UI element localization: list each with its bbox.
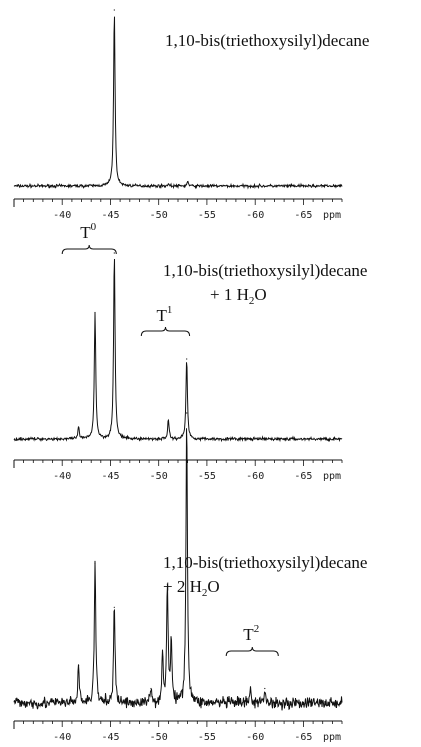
peak-4: [150, 687, 152, 690]
peak-6: [166, 583, 168, 585]
peak-3: [113, 252, 115, 254]
tick-label: -50: [150, 210, 168, 221]
tick-label: -50: [150, 471, 168, 482]
peak-8: [186, 412, 188, 414]
peak-2: [94, 311, 96, 314]
tick-label: -60: [246, 210, 264, 221]
peak-4: [167, 419, 169, 421]
peak-2: [94, 563, 96, 565]
bracket: [61, 244, 117, 255]
peak-1: [78, 427, 80, 429]
peak-5: [186, 358, 188, 360]
x-axis-unit: ppm: [323, 210, 341, 221]
tick-label: -45: [101, 732, 119, 743]
x-axis-unit: ppm: [323, 732, 341, 743]
tick-label: -65: [294, 210, 312, 221]
peak-2: [167, 183, 169, 185]
spectrum-trace: [13, 428, 343, 711]
nmr-panel-1: -40 -45 -50 -55 -60 -65 ppm 1,10-bis(triethoxys…: [13, 9, 369, 221]
tick-label: -45: [101, 471, 119, 482]
peak-1: [78, 664, 80, 666]
panel-title: 1,10-bis(triethoxysilyl)decane: [165, 31, 369, 50]
tick-label: -55: [198, 210, 216, 221]
tick-label: -60: [246, 732, 264, 743]
tick-label: -65: [294, 471, 312, 482]
peak-3: [187, 181, 189, 183]
bracket-label: T1: [157, 304, 173, 325]
tick-label: -55: [198, 471, 216, 482]
spectrum-trace: [13, 16, 343, 190]
x-axis-unit: ppm: [323, 471, 341, 482]
tick-label: -65: [294, 732, 312, 743]
panel-title: 1,10-bis(triethoxysilyl)decane: [163, 553, 367, 572]
panel-title: 1,10-bis(triethoxysilyl)decane: [163, 261, 367, 280]
peak-7: [170, 644, 172, 646]
bracket: [140, 326, 191, 337]
tick-label: -40: [53, 210, 71, 221]
tick-label: -55: [198, 732, 216, 743]
bracket-label: T0: [80, 221, 96, 242]
tick-label: -40: [53, 732, 71, 743]
peak-9: [249, 690, 251, 693]
tick-label: -45: [101, 210, 119, 221]
tick-label: -60: [246, 471, 264, 482]
bracket-label: T2: [243, 623, 259, 644]
panel-subtitle: + 1 H2O: [210, 285, 267, 307]
nmr-panel-3: -40 -45 -50 -55 -60 -65 ppm 1,10-bis(triethoxys…: [13, 412, 367, 743]
peak-5: [162, 656, 164, 658]
peak-3: [113, 606, 115, 608]
bracket: [225, 646, 279, 657]
nmr-panel-2: -40 -45 -50 -55 -60 -65 ppm 1,10-bis(triethoxys…: [13, 221, 367, 482]
peak-1: [113, 9, 115, 11]
spectrum-trace: [13, 258, 343, 443]
tick-label: -50: [150, 732, 168, 743]
panel-subtitle: + 2 H2O: [163, 577, 220, 599]
tick-label: -40: [53, 471, 71, 482]
peak-10: [264, 687, 266, 690]
